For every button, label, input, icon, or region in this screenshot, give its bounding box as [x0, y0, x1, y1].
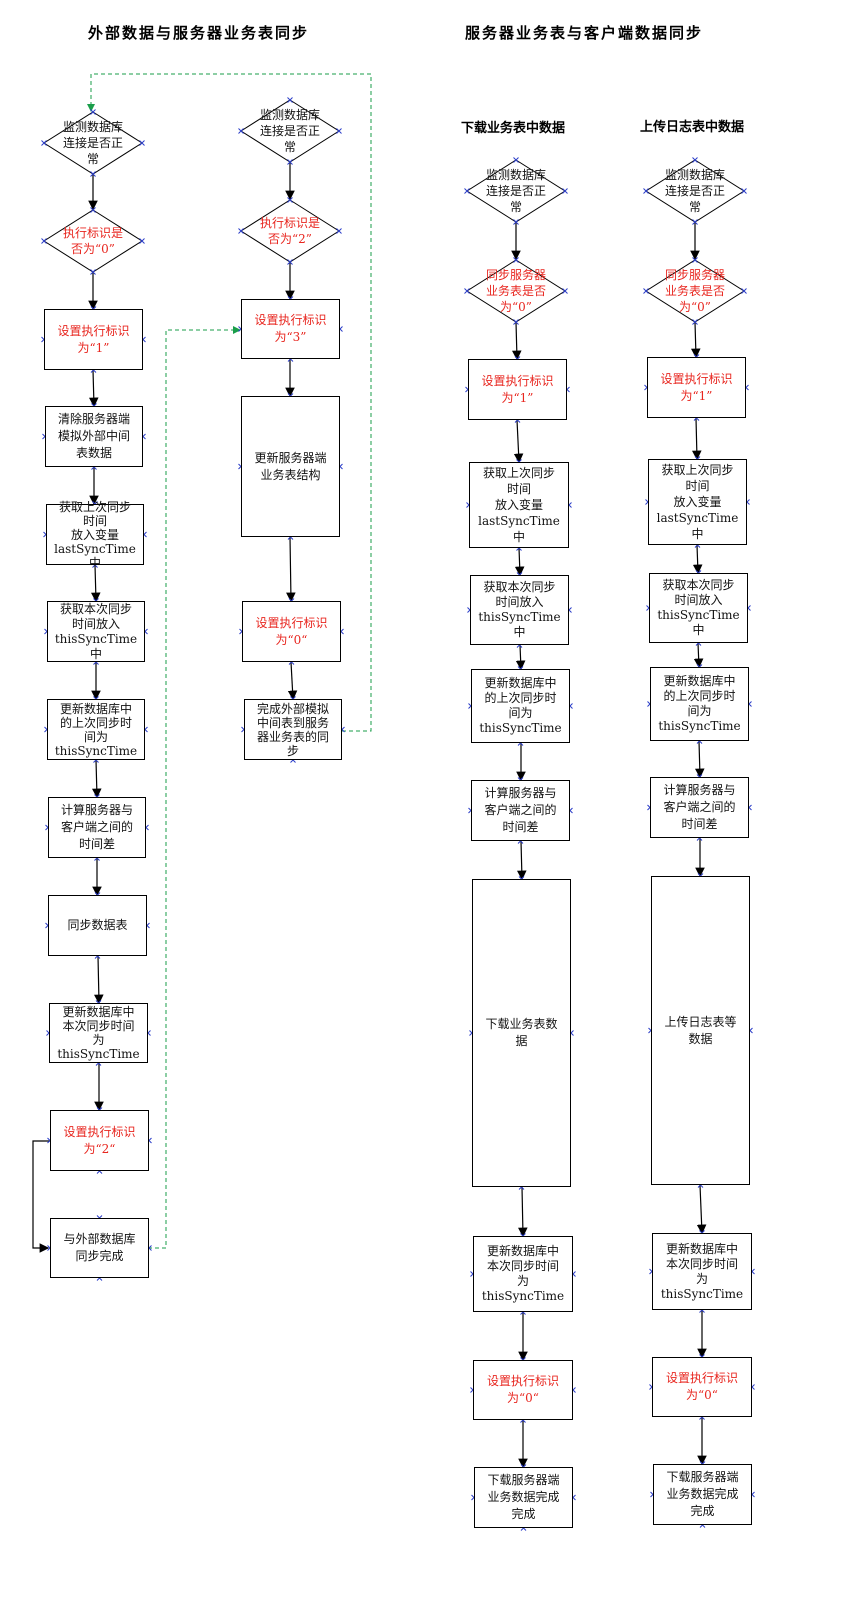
- connection-marker: [692, 157, 698, 163]
- flow1-sync-tables: 同步数据表: [48, 895, 147, 956]
- flow3-done: 下载服务器端 业务数据完成 完成: [474, 1467, 573, 1528]
- flow4-sync-flag: 同步服务器 业务表是否 为“0”: [664, 268, 725, 314]
- flow3-calc-diff: 计算服务器与 客户端之间的 时间差: [471, 780, 570, 841]
- connection-marker: [287, 97, 293, 103]
- flow1-check-db: 监测数据库 连接是否正 常: [62, 120, 123, 166]
- connection-marker: [336, 228, 342, 234]
- connection-marker: [513, 219, 519, 225]
- flow1-update-this: 更新数据库中 本次同步时间 为 thisSyncTime: [49, 1003, 148, 1063]
- flow2-update-struct: 更新服务器端 业务表结构: [241, 396, 340, 537]
- flow2-check-db: 监测数据库 连接是否正 常: [259, 108, 320, 154]
- flow2-flag-is-2: 执行标识是 否为“2”: [259, 216, 320, 246]
- flow4-check-db: 监测数据库 连接是否正 常: [664, 168, 725, 214]
- flow3-update-this: 更新数据库中 本次同步时间 为 thisSyncTime: [473, 1236, 573, 1312]
- flow1-set-flag-1: 设置执行标识 为“1”: [44, 309, 143, 370]
- connection-marker: [139, 238, 145, 244]
- connection-marker: [692, 257, 698, 263]
- flow1-get-last: 获取上次同步 时间 放入变量 lastSyncTime 中: [46, 500, 144, 570]
- connection-marker: [464, 188, 470, 194]
- connection-marker: [643, 288, 649, 294]
- connection-marker: [513, 157, 519, 163]
- flow4-set-flag-1: 设置执行标识 为“1”: [647, 357, 746, 418]
- connection-marker: [513, 257, 519, 263]
- flow3-check-db: 监测数据库 连接是否正 常: [485, 168, 546, 214]
- flow1-set-flag-2: 设置执行标识 为“2“: [50, 1110, 149, 1171]
- connection-marker: [464, 288, 470, 294]
- connection-marker: [90, 171, 96, 177]
- flow1-flag-is-0: 执行标识是 否为“0”: [62, 226, 123, 256]
- connection-marker: [41, 238, 47, 244]
- flow4-get-last: 获取上次同步 时间 放入变量 lastSyncTime 中: [648, 459, 747, 545]
- connection-marker: [562, 288, 568, 294]
- flow4-set-flag-0: 设置执行标识 为“0“: [652, 1357, 752, 1417]
- connection-marker: [741, 188, 747, 194]
- flow4-upload-data: 上传日志表等 数据: [651, 876, 750, 1185]
- connection-marker: [692, 219, 698, 225]
- flow1-done: 与外部数据库 同步完成: [50, 1218, 149, 1278]
- connection-marker: [562, 188, 568, 194]
- flow4-calc-diff: 计算服务器与 客户端之间的 时间差: [650, 777, 749, 838]
- dashed-link-to-flow2: [148, 326, 241, 1249]
- flow3-get-this: 获取本次同步 时间放入 thisSyncTime 中: [470, 575, 569, 645]
- flow3-update-last: 更新数据库中 的上次同步时 间为 thisSyncTime: [471, 669, 570, 743]
- connection-marker: [238, 228, 244, 234]
- flow1-get-this: 获取本次同步 时间放入 thisSyncTime 中: [47, 601, 145, 662]
- subheader-upload: 上传日志表中数据: [640, 120, 745, 135]
- flow4-done: 下载服务器端 业务数据完成 完成: [653, 1464, 752, 1525]
- flow3-sync-flag: 同步服务器 业务表是否 为“0”: [485, 268, 546, 314]
- connection-marker: [643, 188, 649, 194]
- connection-marker: [741, 288, 747, 294]
- flow4-update-last: 更新数据库中 的上次同步时 间为 thisSyncTime: [650, 667, 749, 741]
- flow4-update-this: 更新数据库中 本次同步时间 为 thisSyncTime: [652, 1233, 752, 1310]
- connection-marker: [287, 259, 293, 265]
- connection-marker: [90, 207, 96, 213]
- connection-marker: [513, 319, 519, 325]
- connection-marker: [287, 197, 293, 203]
- flow4-get-this: 获取本次同步 时间放入 thisSyncTime 中: [649, 573, 748, 643]
- connection-marker: [139, 140, 145, 146]
- flow1-calc-diff: 计算服务器与 客户端之间的 时间差: [48, 797, 146, 858]
- header-left: 外部数据与服务器业务表同步: [88, 24, 310, 42]
- flow2-done: 完成外部模拟 中间表到服务 器业务表的同 步: [244, 699, 342, 760]
- flow3-set-flag-1: 设置执行标识 为“1”: [468, 359, 567, 420]
- flow2-set-flag-3: 设置执行标识 为“3”: [241, 299, 340, 359]
- connection-marker: [692, 319, 698, 325]
- connection-marker: [41, 140, 47, 146]
- dashed-link-loop: [87, 73, 372, 732]
- connection-marker: [336, 128, 342, 134]
- subheader-download: 下载业务表中数据: [461, 121, 566, 136]
- header-right: 服务器业务表与客户端数据同步: [465, 24, 704, 42]
- connection-marker: [90, 109, 96, 115]
- flow3-get-last: 获取上次同步 时间 放入变量 lastSyncTime 中: [469, 462, 569, 548]
- flow1-clear-mock: 清除服务器端 模拟外部中间 表数据: [45, 406, 143, 467]
- flow3-download-data: 下载业务表数 据: [472, 879, 571, 1187]
- connection-marker: [287, 159, 293, 165]
- connection-marker: [90, 269, 96, 275]
- flow3-set-flag-0: 设置执行标识 为“0“: [473, 1360, 573, 1420]
- flow2-set-flag-0: 设置执行标识 为“0“: [242, 601, 341, 662]
- connection-marker: [238, 128, 244, 134]
- flow1-update-last: 更新数据库中 的上次同步时 间为 thisSyncTime: [47, 699, 145, 760]
